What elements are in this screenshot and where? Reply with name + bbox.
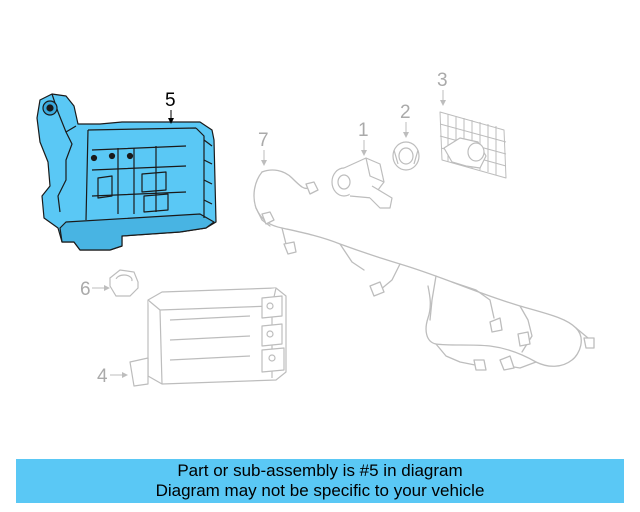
callout-7: 7 [258,130,269,166]
part-3-holder[interactable] [439,111,507,179]
callout-3: 3 [437,70,448,106]
banner-line-1: Part or sub-assembly is #5 in diagram [177,461,463,480]
callout-5-label: 5 [165,90,176,111]
callout-2-label: 2 [400,102,411,123]
callout-5: 5 [165,90,176,124]
part-1-sensor[interactable] [331,157,393,209]
callout-3-label: 3 [437,70,448,91]
part-5-bracket[interactable] [36,93,217,251]
banner-line-2: Diagram may not be specific to your vehi… [155,481,485,500]
callout-1-label: 1 [358,120,369,141]
callout-4: 4 [97,366,128,387]
part-4-module[interactable] [129,287,287,387]
part-7-harness[interactable] [253,169,595,371]
parts-diagram: 5 6 4 1 [36,70,595,387]
callout-4-label: 4 [97,366,108,387]
callout-6-label: 6 [80,279,91,300]
info-banner: Part or sub-assembly is #5 in diagram Di… [16,459,624,503]
part-2-ring[interactable] [392,141,420,171]
callout-2: 2 [400,102,411,138]
part-6-nut[interactable] [109,269,139,297]
callout-1: 1 [358,120,369,156]
callout-6: 6 [80,279,110,300]
callout-7-label: 7 [258,130,269,151]
